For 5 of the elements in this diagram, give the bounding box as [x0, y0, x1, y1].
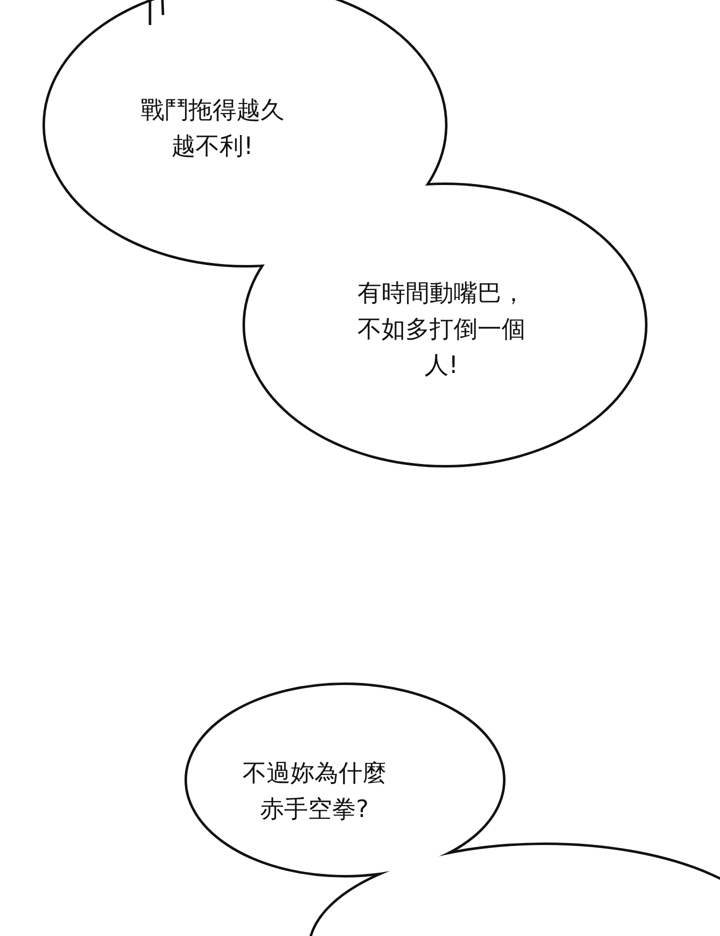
speech-text: 不過妳為什麼赤手空拳? — [241, 758, 388, 825]
speech-text: 有時間動嘴巴，不如多打倒一個人! — [356, 278, 526, 381]
speech-text: 戰鬥拖得越久越不利! — [139, 95, 286, 162]
speech-bubble — [187, 685, 503, 875]
speech-bubble — [245, 185, 645, 465]
